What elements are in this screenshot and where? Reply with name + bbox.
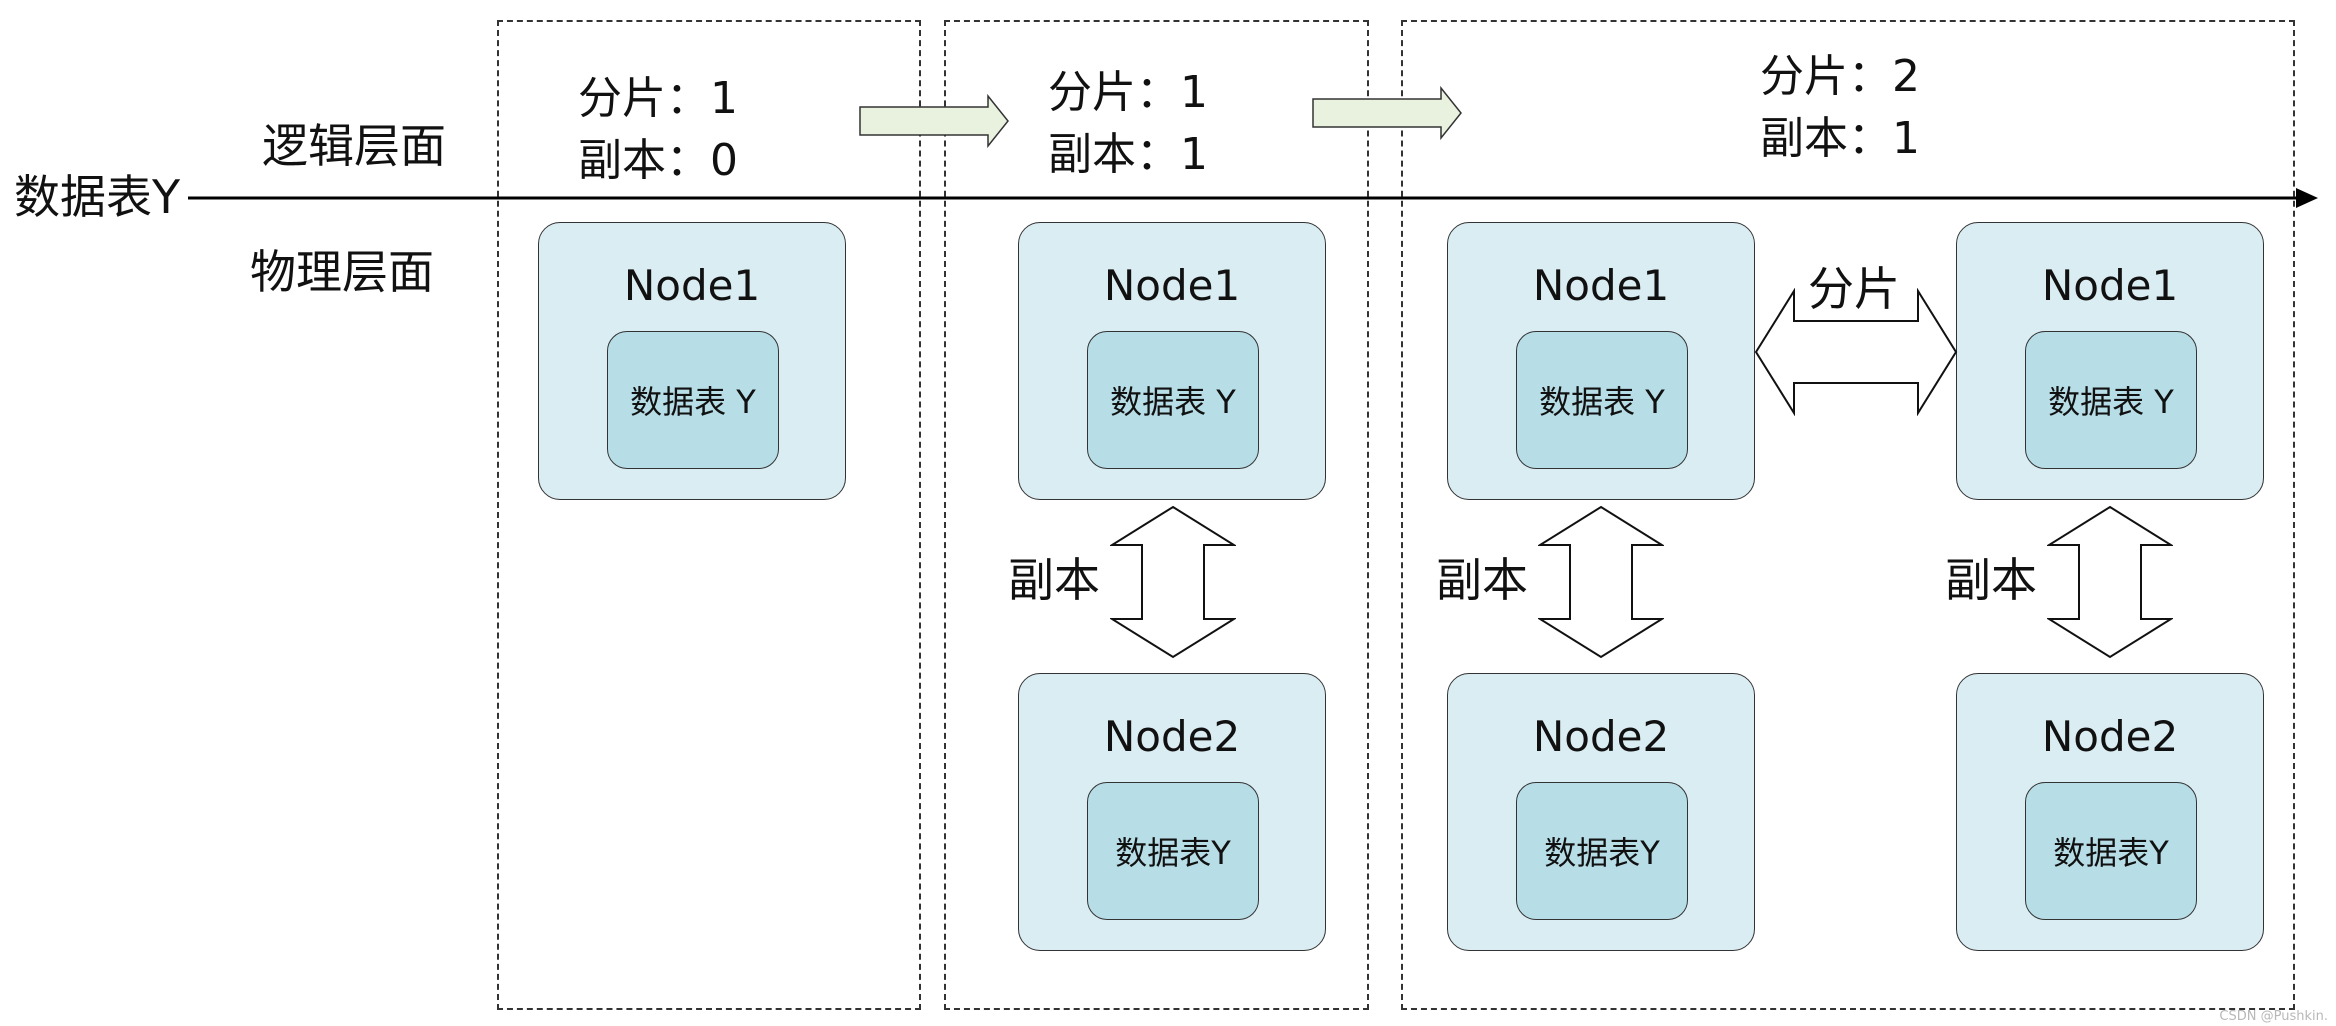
- physical-layer-label: 物理层面: [250, 245, 434, 299]
- node-title: Node2: [2041, 712, 2179, 761]
- data-table-box: 数据表Y: [1516, 782, 1688, 920]
- data-table-box: 数据表Y: [1087, 782, 1259, 920]
- logical-layer-label: 逻辑层面: [262, 119, 446, 173]
- replica-count: 副本：0: [578, 135, 738, 186]
- step-arrow-1: [859, 94, 1009, 148]
- stage-2-panel: [944, 20, 1369, 1010]
- replica-arrow-stage-3-a: [1538, 505, 1664, 659]
- shard-label: 分片: [1808, 262, 1900, 316]
- data-table-box: 数据表 Y: [1087, 331, 1259, 469]
- node-title: Node1: [623, 261, 761, 310]
- node-title: Node1: [2041, 261, 2179, 310]
- watermark: CSDN @Pushkin.: [2219, 1009, 2328, 1024]
- timeline-label: 数据表Y: [14, 170, 181, 224]
- stage-3-label: 分片：2 副本：1: [1760, 46, 1920, 170]
- shard-count: 分片：1: [1048, 67, 1208, 118]
- data-table-box: 数据表 Y: [607, 331, 779, 469]
- stage-3-shard-b-node2: Node2 数据表Y: [1956, 673, 2264, 951]
- stage-2-node2: Node2 数据表Y: [1018, 673, 1326, 951]
- stage-3-shard-b-node1: Node1 数据表 Y: [1956, 222, 2264, 500]
- replica-label: 副本: [1945, 553, 2037, 607]
- data-table-box: 数据表 Y: [2025, 331, 2197, 469]
- node-title: Node2: [1532, 712, 1670, 761]
- node-title: Node1: [1103, 261, 1241, 310]
- step-arrow-2: [1312, 86, 1462, 140]
- shard-arrow: [1754, 288, 1958, 416]
- replica-arrow-stage-3-b: [2047, 505, 2173, 659]
- node-title: Node1: [1532, 261, 1670, 310]
- stage-1-panel: [497, 20, 921, 1010]
- replica-label: 副本: [1008, 553, 1100, 607]
- node-title: Node2: [1103, 712, 1241, 761]
- replica-label: 副本: [1436, 553, 1528, 607]
- data-table-box: 数据表 Y: [1516, 331, 1688, 469]
- stage-1-node1: Node1 数据表 Y: [538, 222, 846, 500]
- stage-3-shard-a-node2: Node2 数据表Y: [1447, 673, 1755, 951]
- stage-3-shard-a-node1: Node1 数据表 Y: [1447, 222, 1755, 500]
- shard-count: 分片：2: [1760, 51, 1920, 102]
- stage-2-node1: Node1 数据表 Y: [1018, 222, 1326, 500]
- replica-count: 副本：1: [1048, 129, 1208, 180]
- stage-3-panel: [1401, 20, 2295, 1010]
- shard-count: 分片：1: [578, 73, 738, 124]
- stage-2-label: 分片：1 副本：1: [1048, 62, 1208, 186]
- stage-1-label: 分片：1 副本：0: [578, 68, 738, 192]
- replica-arrow-stage-2: [1110, 505, 1236, 659]
- data-table-box: 数据表Y: [2025, 782, 2197, 920]
- replica-count: 副本：1: [1760, 113, 1920, 164]
